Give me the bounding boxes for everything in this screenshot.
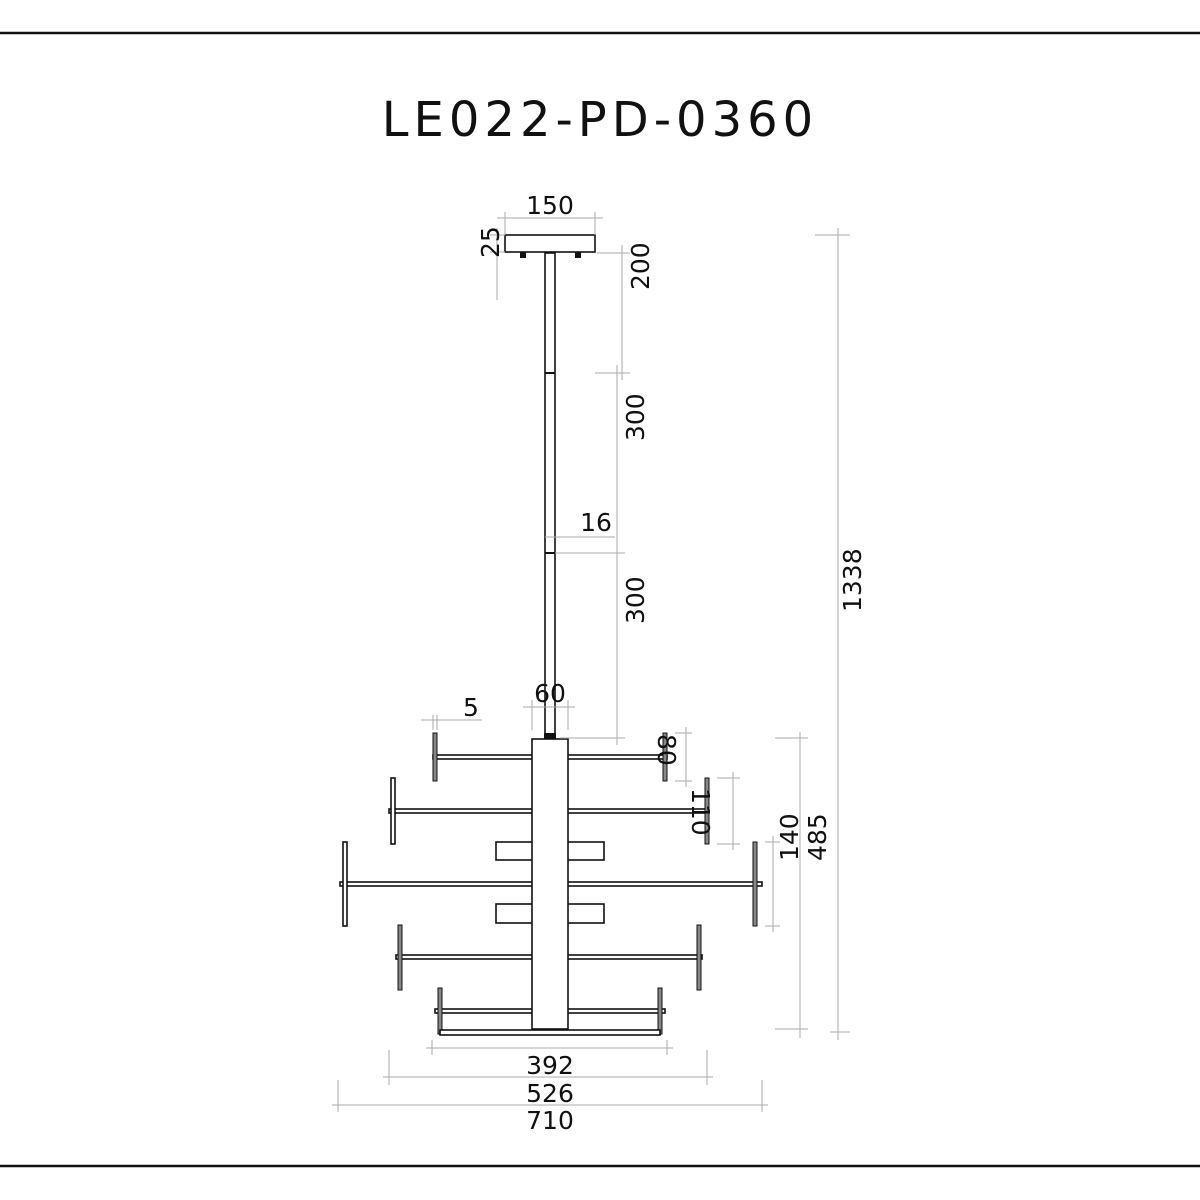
dim-tier-spacing-3: 140 [775, 813, 804, 861]
dim-rod-segment-1: 200 [626, 242, 655, 290]
dim-rod-segment-3: 300 [621, 576, 650, 624]
canopy-screw-left [520, 252, 526, 258]
dim-total-height: 1338 [838, 548, 867, 612]
dim-tier-spacing-1: 80 [652, 734, 681, 766]
fixture [339, 234, 763, 1036]
dim-rod-diameter: 16 [580, 508, 612, 537]
dimension-lines [332, 212, 850, 1112]
dim-arm-thickness: 5 [463, 693, 479, 722]
dim-tier-spacing-2: 110 [686, 788, 715, 836]
central-body [531, 738, 569, 1030]
dim-canopy-height: 25 [476, 226, 505, 258]
rod-connector [544, 733, 556, 739]
dim-body-height: 485 [803, 813, 832, 861]
suspension-rod [544, 252, 556, 738]
dim-width-medium: 526 [526, 1079, 574, 1108]
dim-body-width: 60 [534, 679, 566, 708]
dim-width-small: 392 [526, 1051, 574, 1080]
canopy-screw-right [575, 252, 581, 258]
dim-canopy-width: 150 [526, 191, 574, 220]
dimension-labels: 150 25 200 300 16 300 1338 60 5 80 110 1… [463, 191, 867, 1135]
drawing-title: LE022-PD-0360 [382, 92, 818, 148]
dim-width-large: 710 [526, 1106, 574, 1135]
canopy [504, 234, 596, 253]
dim-rod-segment-2: 300 [621, 393, 650, 441]
